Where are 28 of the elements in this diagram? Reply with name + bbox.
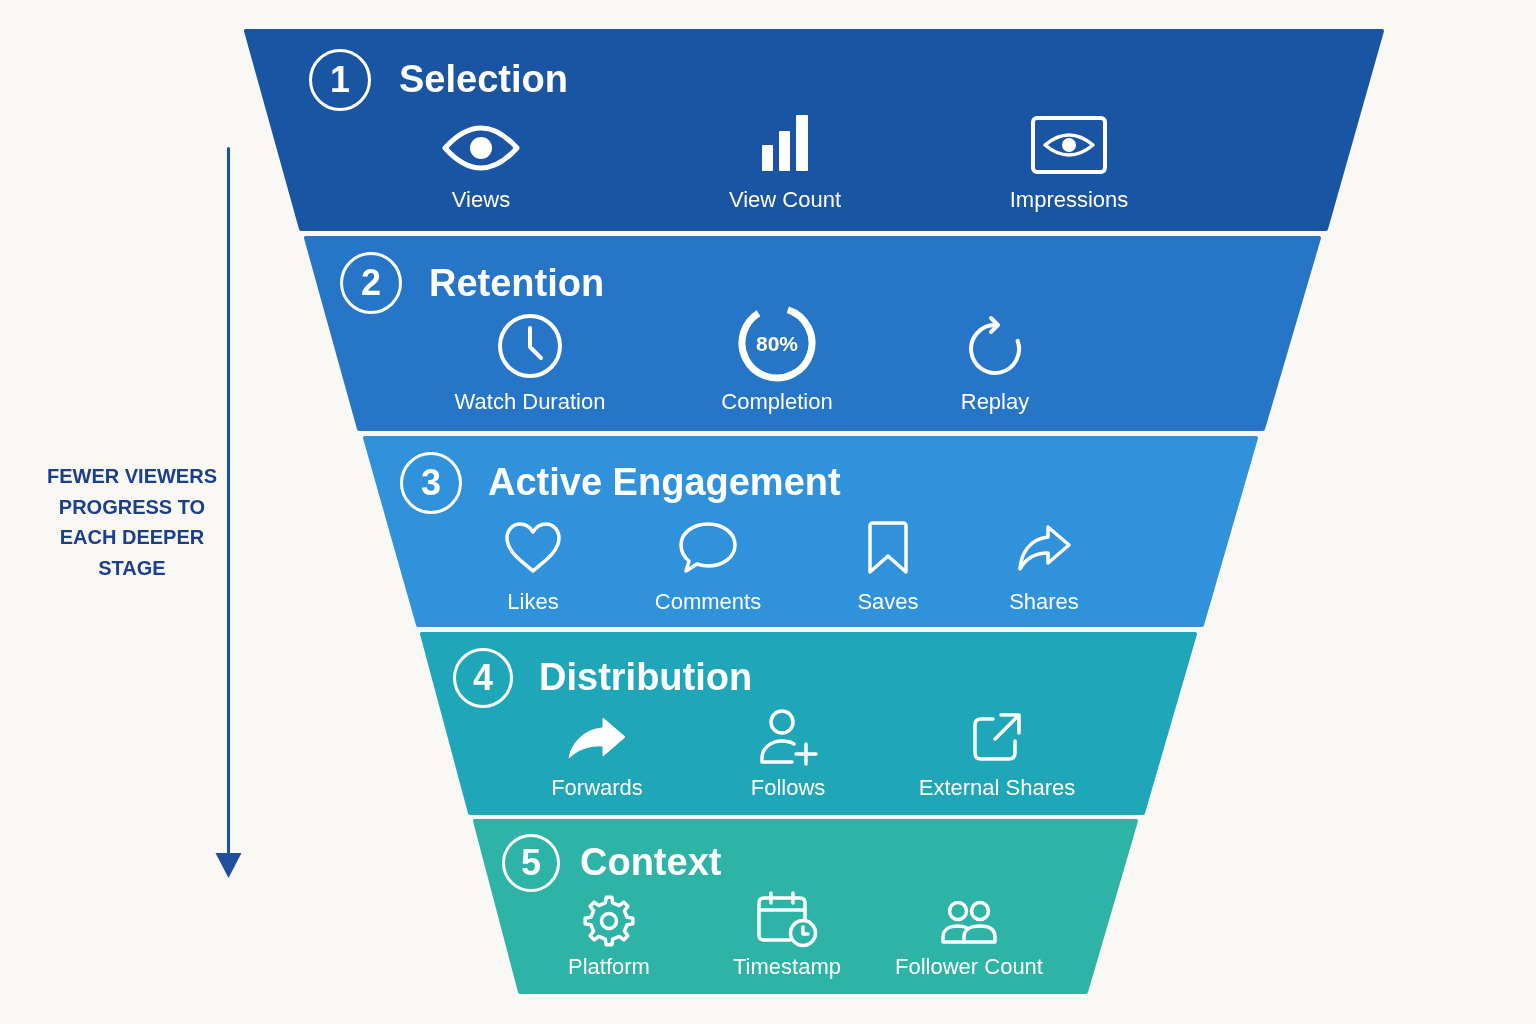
- metric-label: Watch Duration: [454, 388, 606, 416]
- metric-label: Timestamp: [733, 953, 841, 981]
- funnel-stage-band: [473, 819, 1138, 994]
- stage-title: Retention: [429, 261, 605, 305]
- metric-label: Shares: [1009, 588, 1079, 616]
- metric-label: Forwards: [551, 774, 643, 802]
- progress-ring: 80%: [738, 304, 816, 382]
- metric-label: Comments: [654, 588, 762, 616]
- stage-title: Context: [580, 840, 722, 884]
- metric-label: Views: [451, 186, 511, 214]
- funnel-stage-band: [304, 236, 1321, 431]
- side-note: FEWER VIEWERS PROGRESS TO EACH DEEPER STAGE: [46, 464, 218, 581]
- stage-title: Distribution: [539, 655, 753, 699]
- funnel-stage-band: [363, 436, 1258, 627]
- funnel-stage-band: [420, 632, 1197, 815]
- metric-label: Likes: [507, 588, 559, 616]
- stage-title: Selection: [399, 57, 568, 101]
- metric-label: Saves: [857, 588, 919, 616]
- metric-label: Platform: [568, 953, 650, 981]
- metric-label: Follows: [750, 774, 826, 802]
- metric-label: View Count: [728, 186, 842, 214]
- funnel-stage-band: [244, 29, 1384, 231]
- stage-title: Active Engagement: [488, 460, 841, 504]
- metric-label: Follower Count: [895, 953, 1043, 981]
- metric-label: Completion: [721, 388, 833, 416]
- metric-label: External Shares: [918, 774, 1076, 802]
- metric-label: Impressions: [1009, 186, 1129, 214]
- metric-label: Replay: [960, 388, 1030, 416]
